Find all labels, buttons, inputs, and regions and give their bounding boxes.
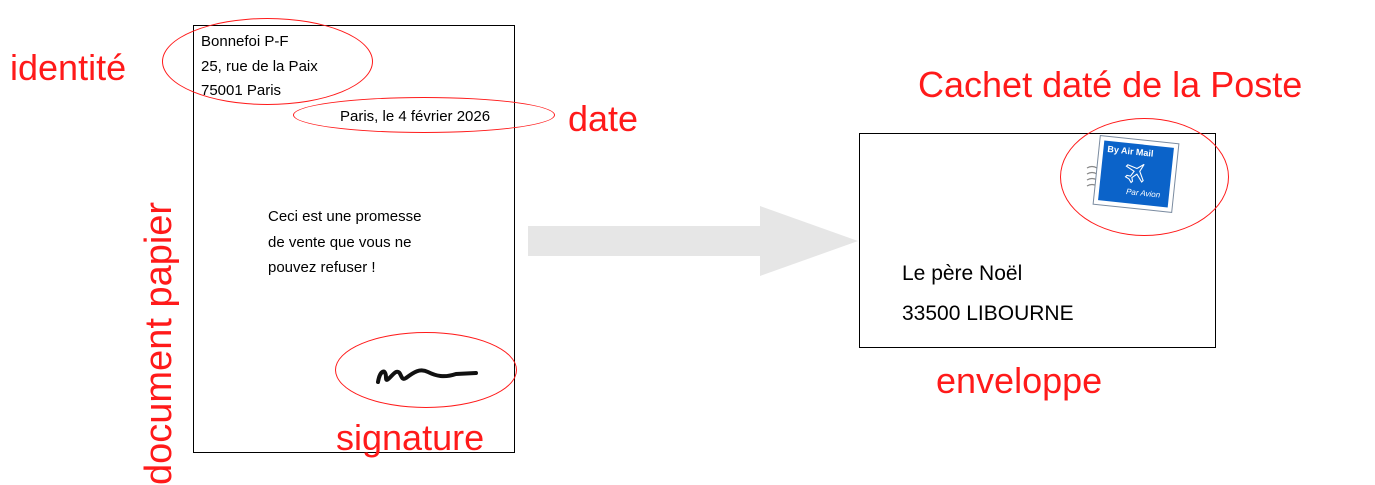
label-document-papier: document papier <box>138 201 180 485</box>
ring-signature <box>335 332 517 408</box>
ring-date <box>293 97 555 133</box>
body-line-2: de vente que vous ne <box>268 234 412 251</box>
ring-cachet <box>1060 118 1229 236</box>
ring-identite <box>162 18 373 105</box>
body-line-1: Ceci est une promesse <box>268 208 422 225</box>
label-signature: signature <box>336 417 485 458</box>
label-enveloppe: enveloppe <box>936 360 1103 401</box>
body-line-3: pouvez refuser ! <box>268 259 376 276</box>
envelope: Le père Noël 33500 LIBOURNE <box>859 133 1216 348</box>
label-date: date <box>568 98 639 139</box>
recipient-city: 33500 LIBOURNE <box>902 302 1074 325</box>
label-identite: identité <box>10 47 127 88</box>
label-cachet: Cachet daté de la Poste <box>918 64 1303 105</box>
arrow-right-icon <box>528 206 858 276</box>
recipient-name: Le père Noël <box>902 262 1023 285</box>
